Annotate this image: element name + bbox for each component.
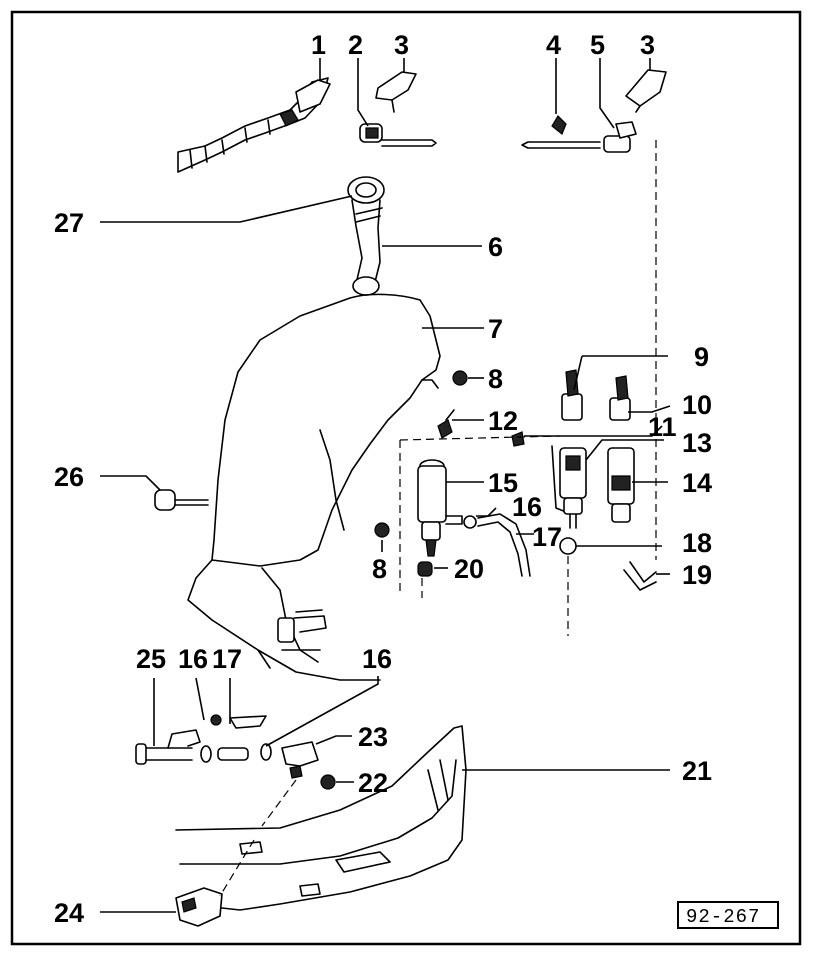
diagram-border [10,10,802,946]
callout-16: 16 [512,492,542,522]
part-14-pump [607,447,635,523]
callout-16: 16 [178,644,208,674]
callout-3: 3 [640,30,655,60]
callout-27: 27 [54,208,84,238]
callout-25: 25 [136,644,166,674]
leader-lines [100,58,671,913]
callout-9: 9 [694,342,709,372]
part-26-bolt-grommet [154,489,209,511]
callout-24: 24 [54,898,84,928]
part-15-washer-pump [417,459,463,557]
part-22-nut [320,774,336,790]
callout-7: 7 [488,314,503,344]
assembly-guide-lines [219,140,657,897]
figure-number: 92-267 [686,906,760,928]
part-13-pump [551,445,587,529]
part-8-grommet-upper [452,370,468,386]
callout-14: 14 [682,468,712,498]
part-9-pump-connector [561,369,583,421]
callout-21: 21 [682,756,712,786]
callout-3: 3 [394,30,409,60]
callout-20: 20 [454,554,484,584]
callout-17: 17 [532,522,562,552]
part-23-nozzle-bumper [281,741,319,779]
callout-10: 10 [682,390,712,420]
part-10-connector [609,375,631,421]
figure-number-box: 92-267 [677,901,779,929]
part-6-filler-pipe [351,199,383,296]
part-2-hose-clip [359,123,437,147]
parts-mid-hose-pieces [200,743,272,763]
callout-23: 23 [358,722,388,752]
callout-8: 8 [488,364,503,394]
part-8-grommet-lower [374,522,390,538]
callout-11: 11 [648,412,677,442]
callout-6: 6 [488,232,503,262]
callout-16: 16 [362,644,392,674]
part-1-nozzle-hose-assembly [177,77,331,173]
part-12-plug [437,409,455,439]
part-7-washer-reservoir [187,293,441,681]
callout-4: 4 [546,30,561,60]
part-17-hose-b [229,715,267,729]
callout-13: 13 [682,428,712,458]
callout-labels: 1 2 3 4 5 3 27 6 7 8 9 10 12 11 13 26 15… [54,30,712,928]
part-25-tee-connector [135,729,201,765]
callout-18: 18 [682,528,712,558]
callout-22: 22 [358,768,388,798]
callout-2: 2 [348,30,363,60]
part-3-nozzle-cover-left [375,71,417,113]
part-3-nozzle-cover-right [625,69,667,113]
part-20-pump-grommet [417,561,433,577]
part-16-connector [463,515,477,529]
callout-15: 15 [488,468,518,498]
part-4-clip [551,115,567,135]
callout-26: 26 [54,462,84,492]
part-16-connector-b [210,714,222,726]
part-27-filler-cap [347,176,385,204]
part-21-bumper-cover [175,725,467,911]
callout-17: 17 [212,644,242,674]
part-5-nozzle-body [521,121,637,153]
part-18-nut [559,537,577,555]
callout-1: 1 [311,30,326,60]
part-11-nozzle [511,431,525,447]
callout-5: 5 [590,30,605,60]
part-24-lower-nozzle [175,887,223,927]
callout-8: 8 [372,554,387,584]
callout-12: 12 [488,406,518,436]
part-19-hose-elbow [623,561,657,591]
part-17-hose [477,513,531,577]
callout-19: 19 [682,560,712,590]
